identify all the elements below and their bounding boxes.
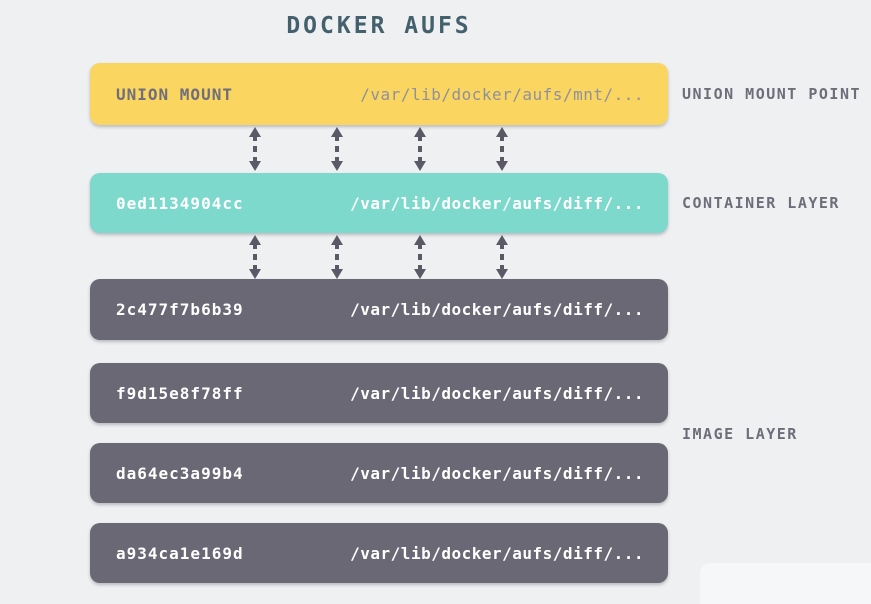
- double-arrow-icon: [249, 235, 261, 279]
- union-to-container-arrows: [247, 127, 510, 171]
- image-layer-path: /var/lib/docker/aufs/diff/...: [350, 300, 644, 319]
- double-arrow-icon: [331, 235, 344, 279]
- union-mount-id: UNION MOUNT: [116, 84, 233, 104]
- image-layer-path: /var/lib/docker/aufs/diff/...: [350, 383, 644, 403]
- watermark-shape: [700, 563, 871, 604]
- image-layer-box: 2c477f7b6b39 /var/lib/docker/aufs/diff/.…: [90, 279, 668, 340]
- container-layer-label: CONTAINER LAYER: [682, 194, 840, 212]
- image-layer-path: /var/lib/docker/aufs/diff/...: [350, 463, 644, 483]
- double-arrow-icon: [331, 127, 344, 171]
- container-layer-id: 0ed1134904cc: [116, 193, 244, 213]
- image-layer-label: IMAGE LAYER: [682, 425, 798, 443]
- image-layer-box: da64ec3a99b4 /var/lib/docker/aufs/diff/.…: [90, 443, 668, 503]
- double-arrow-icon: [495, 127, 508, 171]
- container-layer-box: 0ed1134904cc /var/lib/docker/aufs/diff/.…: [90, 173, 668, 233]
- image-layer-box: f9d15e8f78ff /var/lib/docker/aufs/diff/.…: [90, 363, 668, 423]
- double-arrow-icon: [249, 127, 261, 171]
- double-arrow-icon: [413, 127, 426, 171]
- image-layer-id: 2c477f7b6b39: [116, 300, 244, 319]
- double-arrow-icon: [495, 235, 508, 279]
- union-mount-box: UNION MOUNT /var/lib/docker/aufs/mnt/...: [90, 63, 668, 125]
- image-layer-id: f9d15e8f78ff: [116, 383, 244, 403]
- union-mount-point-label: UNION MOUNT POINT: [682, 85, 862, 103]
- image-layer-path: /var/lib/docker/aufs/diff/...: [350, 543, 644, 563]
- image-layer-id: da64ec3a99b4: [116, 463, 244, 483]
- diagram-title: DOCKER AUFS: [286, 13, 472, 39]
- container-to-image-arrows: [247, 235, 510, 279]
- image-layer-id: a934ca1e169d: [116, 543, 244, 563]
- container-layer-path: /var/lib/docker/aufs/diff/...: [350, 193, 644, 213]
- union-mount-path: /var/lib/docker/aufs/mnt/...: [360, 84, 644, 104]
- image-layer-box: a934ca1e169d /var/lib/docker/aufs/diff/.…: [90, 523, 668, 583]
- double-arrow-icon: [413, 235, 426, 279]
